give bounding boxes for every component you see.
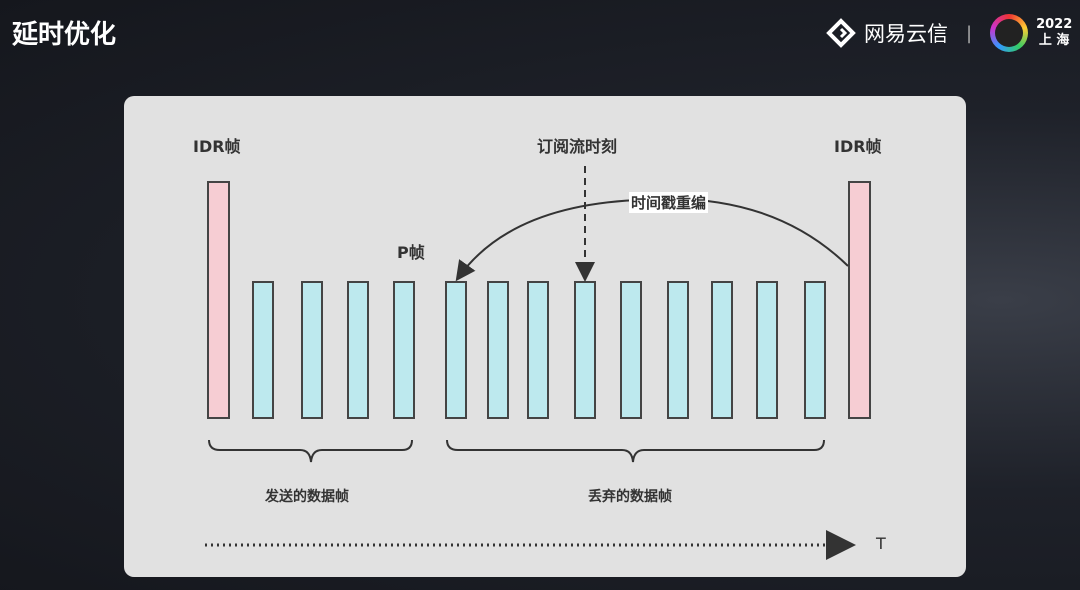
timestamp-rewrite-label: 时间戳重编 [629,192,709,213]
p-frame-bar [667,281,689,419]
p-frame-bar [711,281,733,419]
idr-frame-bar [207,181,230,419]
p-frame-bar [347,281,369,419]
dropped-frames-label: 丢弃的数据帧 [588,489,672,505]
netease-yunxin-logo-icon [826,18,856,48]
dropped-brace [446,439,825,463]
p-frame-label: P帧 [397,243,425,262]
p-frame-bar [252,281,274,419]
idr-right-label: IDR帧 [834,137,882,156]
sent-brace [208,439,413,463]
sent-frames-label: 发送的数据帧 [265,489,349,505]
p-frame-bar [756,281,778,419]
idr-left-label: IDR帧 [193,137,241,156]
brand-header: 网易云信 | 2022 上 海 [826,14,1072,52]
brand-name: 网易云信 [864,22,948,46]
p-frame-bar [620,281,642,419]
p-frame-bar [393,281,415,419]
event-logo-icon [990,14,1029,52]
divider: | [966,22,973,44]
p-frame-bar [487,281,509,419]
p-frame-bar [301,281,323,419]
p-frame-bar [574,281,596,419]
p-frame-bar [804,281,826,419]
event-year: 2022 [1036,17,1073,32]
event-info: 2022 上 海 [1036,17,1072,49]
event-city: 上 海 [1038,33,1070,48]
time-axis-label: T [876,534,886,553]
p-frame-bar [445,281,467,419]
subscribe-time-label: 订阅流时刻 [537,137,618,156]
p-frame-bar [527,281,549,419]
slide-title: 延时优化 [12,20,117,50]
idr-frame-bar [848,181,871,419]
